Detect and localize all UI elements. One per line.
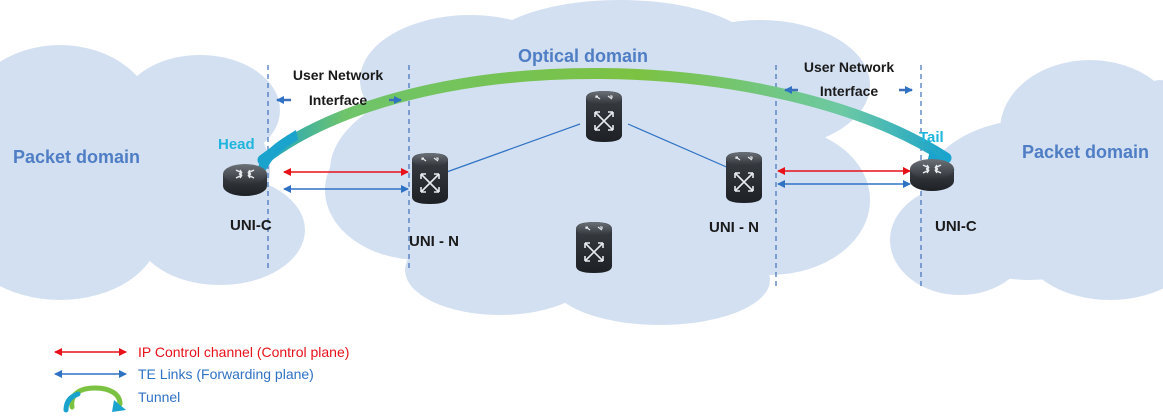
interface-label-right-line2: Interface xyxy=(820,83,879,99)
legend-te-label: TE Links (Forwarding plane) xyxy=(138,366,314,382)
optical-switch-top-icon[interactable] xyxy=(585,90,623,143)
uni-links-left xyxy=(283,168,409,193)
uni-n-label-right: UNI - N xyxy=(709,219,759,236)
uni-links-right xyxy=(777,167,911,188)
uni-c-label-right: UNI-C xyxy=(935,218,977,235)
legend: IP Control channel (Control plane) TE Li… xyxy=(54,344,349,413)
optical-domain-label: Optical domain xyxy=(518,46,648,66)
uni-c-label-left: UNI-C xyxy=(230,217,272,234)
packet-domain-cloud-left xyxy=(0,45,305,300)
legend-tunnel-label: Tunnel xyxy=(138,389,180,405)
uni-n-label-left: UNI - N xyxy=(409,233,459,250)
tunnel-arc xyxy=(257,68,952,166)
interface-label-right-line1: User Network xyxy=(804,59,894,75)
packet-domain-label-right: Packet domain xyxy=(1022,142,1149,162)
packet-domain-cloud-right xyxy=(890,60,1163,300)
legend-control-label: IP Control channel (Control plane) xyxy=(138,344,349,360)
uni-c-router-right-icon[interactable] xyxy=(909,158,955,192)
uni-c-router-left-icon[interactable] xyxy=(222,163,268,197)
head-label: Head xyxy=(218,136,255,153)
legend-tunnel-icon xyxy=(69,385,123,410)
tunnel-head-flare xyxy=(258,130,298,170)
interface-label-left-line2: Interface xyxy=(309,92,368,108)
uni-n-optical-switch-left-icon[interactable] xyxy=(411,152,449,205)
optical-links xyxy=(429,123,739,179)
interface-label-left-line1: User Network xyxy=(293,67,383,83)
tail-label: Tail xyxy=(919,129,944,146)
uni-n-optical-switch-right-icon[interactable] xyxy=(725,151,763,204)
packet-domain-label-left: Packet domain xyxy=(13,147,140,167)
optical-switch-bottom-icon[interactable] xyxy=(575,221,613,274)
interface-arrows xyxy=(276,86,913,104)
